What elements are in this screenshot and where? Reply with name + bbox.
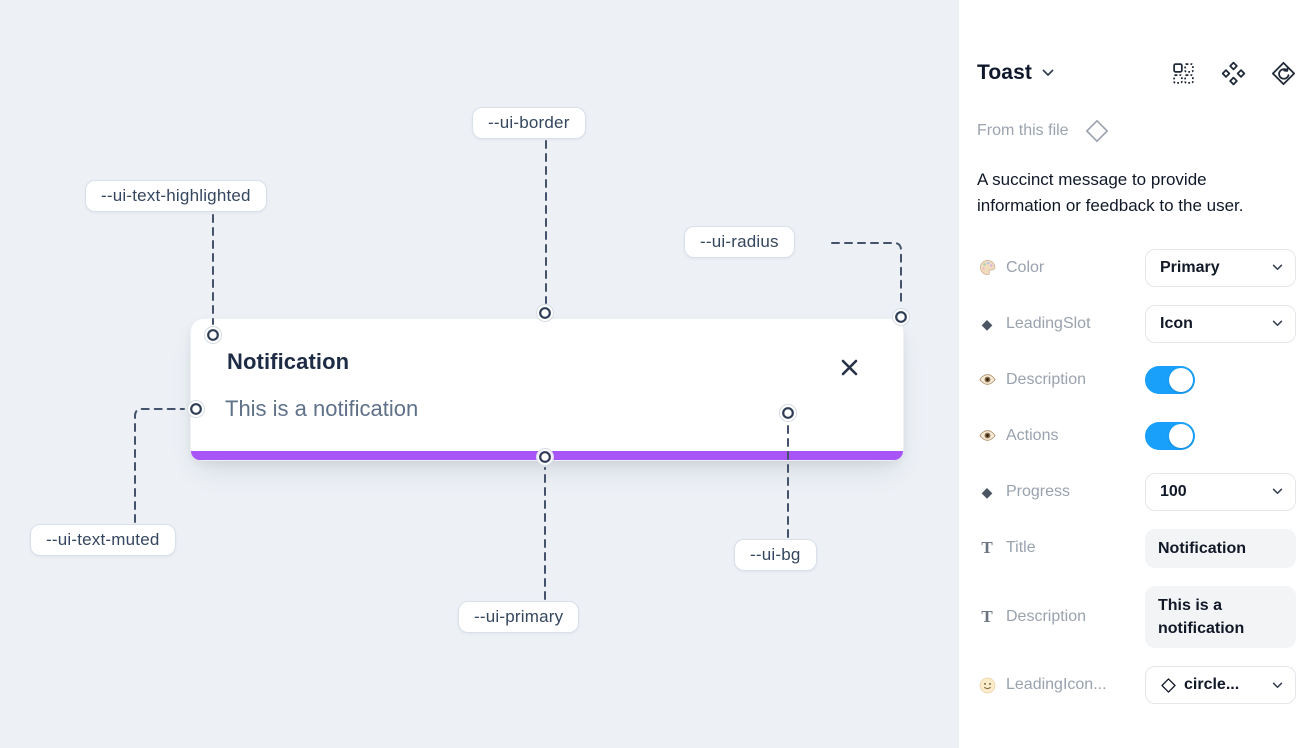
prop-label-progress: Progress bbox=[1006, 482, 1071, 500]
panel-header: Toast bbox=[977, 58, 1296, 88]
prop-label-leadingslot: LeadingSlot bbox=[1006, 314, 1091, 332]
canvas: Notification This is a notification bbox=[0, 0, 958, 748]
prop-row-leadingslot: ◆ LeadingSlot Icon bbox=[977, 304, 1296, 343]
chevron-down-icon bbox=[1272, 682, 1283, 689]
toast-description: This is a notification bbox=[225, 396, 419, 421]
text-icon: T bbox=[981, 538, 993, 558]
callout-ui-radius: --ui-radius bbox=[684, 226, 795, 258]
detach-instance-icon bbox=[1271, 61, 1296, 86]
prop-row-description-toggle: Description bbox=[977, 361, 1296, 399]
eye-icon bbox=[977, 426, 997, 445]
prop-label-description-toggle: Description bbox=[1006, 370, 1087, 388]
component-button[interactable] bbox=[1221, 61, 1246, 86]
actions-toggle[interactable] bbox=[1145, 421, 1195, 450]
diamond-icon: ◆ bbox=[981, 315, 993, 332]
callout-ui-text-muted: --ui-text-muted bbox=[30, 524, 176, 556]
source-label: From this file bbox=[977, 122, 1069, 139]
prop-list: Color Primary ◆ LeadingSlot Icon bbox=[977, 248, 1296, 705]
prop-label-actions-toggle: Actions bbox=[1006, 426, 1059, 444]
prop-label-description-text: Description bbox=[1006, 608, 1087, 626]
component-icon bbox=[1221, 61, 1246, 86]
description-field[interactable]: This is a notification bbox=[1145, 585, 1296, 649]
color-select-value: Primary bbox=[1160, 258, 1220, 276]
leadingicon-select-value: circle... bbox=[1184, 676, 1240, 694]
chevron-down-icon bbox=[1272, 264, 1283, 271]
diamond-outline-icon bbox=[1084, 118, 1110, 144]
instance-swap-button[interactable] bbox=[1171, 61, 1196, 86]
prop-row-actions-toggle: Actions bbox=[977, 417, 1296, 455]
callout-ui-border: --ui-border bbox=[472, 107, 586, 139]
progress-select-value: 100 bbox=[1160, 482, 1187, 500]
progress-select[interactable]: 100 bbox=[1145, 472, 1296, 511]
leadingslot-select[interactable]: Icon bbox=[1145, 304, 1296, 343]
prop-label-leadingicon: LeadingIcon... bbox=[1006, 676, 1107, 694]
eye-icon bbox=[977, 370, 997, 389]
source-row: From this file bbox=[977, 117, 1296, 145]
prop-row-color: Color Primary bbox=[977, 248, 1296, 287]
callout-ui-bg: --ui-bg bbox=[734, 539, 817, 571]
leadingslot-select-value: Icon bbox=[1160, 314, 1193, 332]
connector-ui-radius bbox=[831, 242, 902, 307]
text-icon: T bbox=[981, 607, 993, 627]
properties-panel: Toast bbox=[958, 0, 1312, 748]
toast-progress-bar bbox=[191, 451, 903, 460]
chevron-down-icon bbox=[1272, 320, 1283, 327]
leadingicon-select[interactable]: circle... bbox=[1145, 666, 1296, 705]
component-switcher[interactable]: Toast bbox=[977, 61, 1054, 85]
toast-preview: Notification This is a notification bbox=[190, 318, 904, 461]
description-toggle[interactable] bbox=[1145, 365, 1195, 394]
component-description: A succinct message to provide informatio… bbox=[977, 170, 1244, 216]
x-icon bbox=[840, 358, 859, 377]
panel-title: Toast bbox=[977, 61, 1032, 84]
prop-row-progress: ◆ Progress 100 bbox=[977, 472, 1296, 511]
toast-title: Notification bbox=[227, 349, 350, 374]
connector-ui-text-muted bbox=[134, 408, 185, 523]
instance-swap-icon bbox=[1171, 61, 1196, 86]
prop-row-description-text: T Description This is a notification bbox=[977, 585, 1296, 649]
detach-instance-button[interactable] bbox=[1271, 61, 1296, 86]
prop-label-color: Color bbox=[1006, 258, 1045, 276]
panel-icons bbox=[1171, 61, 1296, 86]
diamond-icon: ◆ bbox=[981, 483, 993, 500]
palette-icon bbox=[977, 258, 997, 277]
chevron-down-icon bbox=[1272, 488, 1283, 495]
prop-label-title: Title bbox=[1006, 539, 1036, 557]
callout-ui-primary: --ui-primary bbox=[458, 601, 580, 633]
chevron-down-icon bbox=[1042, 69, 1054, 77]
color-select[interactable]: Primary bbox=[1145, 248, 1296, 287]
callout-ui-text-highlighted: --ui-text-highlighted bbox=[85, 180, 267, 212]
diamond-outline-icon bbox=[1160, 677, 1177, 694]
title-field[interactable]: Notification bbox=[1145, 528, 1296, 568]
prop-row-leadingicon: LeadingIcon... circle... bbox=[977, 666, 1296, 705]
prop-row-title: T Title Notification bbox=[977, 528, 1296, 568]
smiley-icon bbox=[977, 676, 997, 695]
toast-close-button[interactable] bbox=[835, 353, 863, 381]
